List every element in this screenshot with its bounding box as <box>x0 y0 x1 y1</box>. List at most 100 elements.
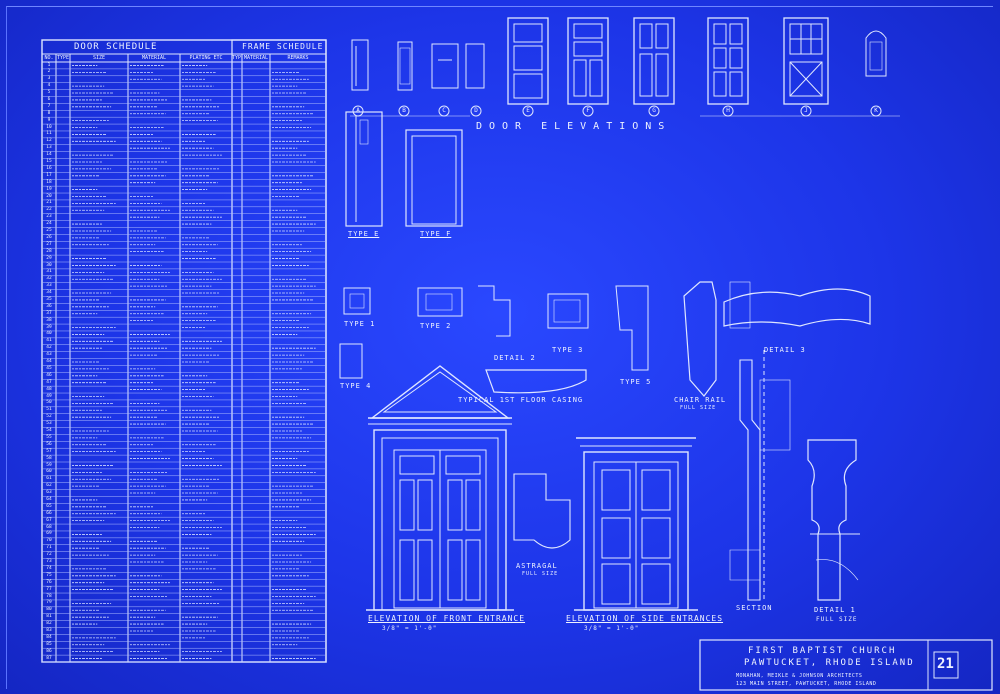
door-letter: E <box>526 107 530 114</box>
front-entrance-scale: 3/8" = 1'-0" <box>382 625 438 632</box>
schedule-row-number: 26 <box>46 234 52 240</box>
sheet-number: 21 <box>937 656 954 672</box>
schedule-row-number: 84 <box>46 634 52 640</box>
type-5-label: TYPE 5 <box>620 378 652 386</box>
schedule-row-number: 14 <box>46 152 52 158</box>
schedule-row-number: 2 <box>47 69 51 75</box>
schedule-row-number: 72 <box>46 552 52 558</box>
door-b <box>397 41 413 91</box>
schedule-row-number: 56 <box>46 441 52 447</box>
schedule-row-number: 45 <box>46 365 52 371</box>
schedule-column-header: MATERIAL <box>243 55 269 61</box>
schedule-row-number: 70 <box>46 538 52 544</box>
schedule-row-number: 27 <box>46 241 52 247</box>
schedule-row-number: 43 <box>46 352 52 358</box>
schedule-row-number: 62 <box>46 483 52 489</box>
front-entrance-title: ELEVATION OF FRONT ENTRANCE <box>368 614 526 623</box>
schedule-row-number: 51 <box>46 407 52 413</box>
schedule-row-number: 78 <box>46 593 52 599</box>
side-entrances-title: ELEVATION OF SIDE ENTRANCES <box>566 614 724 623</box>
astragal-label: ASTRAGAL <box>516 562 558 570</box>
type-f-frame <box>405 129 463 227</box>
schedule-row-number: 24 <box>46 221 52 227</box>
door-letter: A <box>356 107 360 114</box>
schedule-row-number: 60 <box>46 469 52 475</box>
section-detail <box>729 350 791 601</box>
schedule-row-number: 7 <box>47 103 51 109</box>
door-d <box>465 43 485 89</box>
door-letter: F <box>586 107 590 114</box>
schedule-column-header: TYPE <box>56 55 70 61</box>
astragal-detail <box>513 473 571 549</box>
door-letter: H <box>726 107 730 114</box>
door-letter: K <box>874 107 878 114</box>
schedule-row-number: 79 <box>46 600 52 606</box>
schedule-row-number: 33 <box>46 283 52 289</box>
schedule-row-number: 83 <box>46 628 52 634</box>
schedule-row-number: 47 <box>46 379 52 385</box>
schedule-row-number: 52 <box>46 414 52 420</box>
schedule-row-number: 31 <box>46 269 52 275</box>
schedule-row-number: 74 <box>46 565 52 571</box>
schedule-row-number: 19 <box>46 186 52 192</box>
schedule-row-number: 82 <box>46 621 52 627</box>
schedule-row-number: 48 <box>46 386 52 392</box>
detail-1-label: DETAIL 1 <box>814 606 856 614</box>
schedule-column-header: REMARKS <box>287 55 309 61</box>
church-city: PAWTUCKET, RHODE ISLAND <box>744 658 915 668</box>
architects-name: MONAHAN, MEIKLE & JOHNSON ARCHITECTS <box>736 673 863 679</box>
schedule-row-number: 11 <box>46 131 52 137</box>
type-1-label: TYPE 1 <box>344 320 376 328</box>
type-f-label: TYPE F <box>420 230 452 238</box>
schedule-column-header: MATERIAL <box>141 55 167 61</box>
door-h <box>707 17 749 105</box>
detail-1-scale: FULL SIZE <box>816 616 858 623</box>
schedule-row-number: 68 <box>46 524 52 530</box>
schedule-row-lines <box>42 68 326 663</box>
schedule-row-number: 36 <box>46 303 52 309</box>
front-entrance-elevation <box>366 365 514 611</box>
chair-rail-scale: FULL SIZE <box>680 405 717 411</box>
schedule-row-number: 9 <box>47 117 51 123</box>
schedule-row-number: 5 <box>47 90 51 96</box>
schedule-row-number: 73 <box>46 559 52 565</box>
schedule-row-number: 80 <box>46 607 52 613</box>
astragal-scale: FULL SIZE <box>522 571 559 577</box>
schedule-row-number: 29 <box>46 255 52 261</box>
schedule-row-number: 1 <box>47 62 51 68</box>
schedule-row-number: 25 <box>46 228 52 234</box>
schedule-row-number: 38 <box>46 317 52 323</box>
schedule-column-header: PLATING ETC <box>189 55 223 61</box>
typical-casing-label: TYPICAL 1ST FLOOR CASING <box>458 396 584 404</box>
schedule-row-number: 37 <box>46 310 52 316</box>
schedule-row-number: 4 <box>47 83 51 89</box>
schedule-row-number: 34 <box>46 290 52 296</box>
schedule-row-number: 75 <box>46 572 52 578</box>
schedule-row-number: 18 <box>46 179 52 185</box>
schedule-entries <box>72 65 316 659</box>
title-block <box>699 639 993 691</box>
schedule-row-number: 69 <box>46 531 52 537</box>
schedule-row-number: 71 <box>46 545 52 551</box>
schedule-row-number: 54 <box>46 428 52 434</box>
schedule-row-number: 8 <box>47 110 51 116</box>
schedule-row-number: 6 <box>47 96 51 102</box>
schedule-row-number: 17 <box>46 172 52 178</box>
schedule-row-number: 28 <box>46 248 52 254</box>
schedule-row-number: 21 <box>46 200 52 206</box>
section-label: SECTION <box>736 604 773 612</box>
door-a <box>351 39 369 91</box>
schedule-row-number: 35 <box>46 296 52 302</box>
schedule-row-number: 55 <box>46 434 52 440</box>
schedule-row-number: 57 <box>46 448 52 454</box>
schedule-row-number: 81 <box>46 614 52 620</box>
schedule-row-number: 32 <box>46 276 52 282</box>
door-letter-circle <box>522 105 534 117</box>
schedule-row-number: 44 <box>46 359 52 365</box>
detail-1 <box>807 439 860 601</box>
detail-3-label: DETAIL 3 <box>764 346 806 354</box>
side-entrances-scale: 3/8" = 1'-0" <box>584 625 640 632</box>
schedule-row-number: 85 <box>46 641 52 647</box>
